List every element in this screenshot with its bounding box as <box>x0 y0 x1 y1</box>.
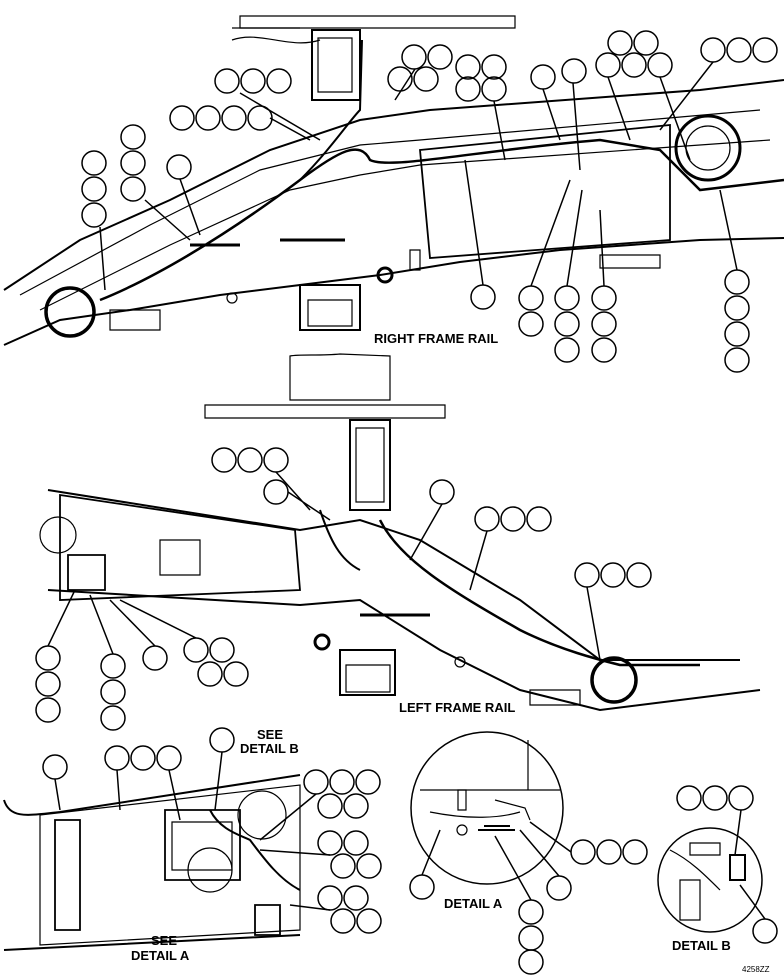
left-rail-rear-wheel <box>590 656 638 704</box>
right-rail-front-wheel <box>44 286 96 338</box>
see-detail-b-line1: SEE <box>257 727 283 742</box>
detail-a-callouts <box>409 821 648 975</box>
right-frame-rail-view <box>3 15 784 346</box>
left-frame-rail-view <box>39 353 761 712</box>
right-frame-rail-label: RIGHT FRAME RAIL <box>374 331 498 346</box>
detail-a-label: DETAIL A <box>444 896 503 911</box>
drawing-code: 4258ZZ <box>742 965 770 974</box>
see-detail-b-line2: DETAIL B <box>240 741 299 756</box>
right-rail-callouts <box>81 30 778 373</box>
left-rail-callouts <box>35 447 652 731</box>
detail-b-label: DETAIL B <box>672 938 731 953</box>
detail-a-view <box>410 731 564 885</box>
detail-b-view <box>657 827 763 933</box>
lower-frame-callouts <box>42 727 382 934</box>
left-frame-rail-label: LEFT FRAME RAIL <box>399 700 515 715</box>
see-detail-a-line1: SEE <box>151 933 177 948</box>
see-detail-a-line2: DETAIL A <box>131 948 190 963</box>
lower-frame-view <box>3 774 301 951</box>
detail-b-callouts <box>676 785 778 944</box>
